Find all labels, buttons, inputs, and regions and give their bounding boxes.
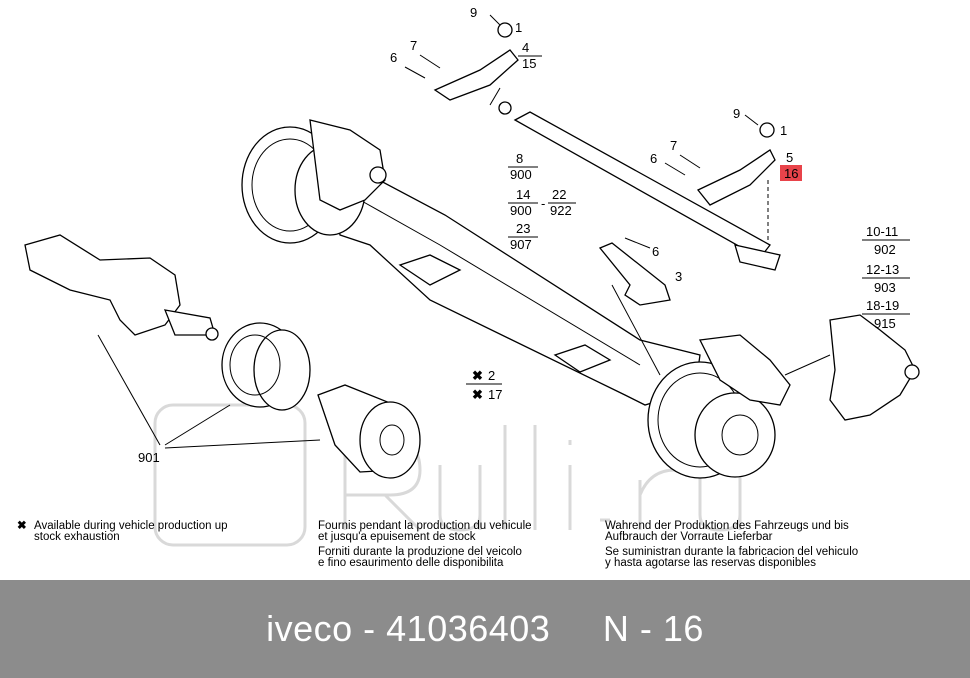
label-15: 15 — [522, 56, 536, 71]
label-8: 8 — [516, 151, 523, 166]
label-1-mid: 1 — [780, 123, 787, 138]
hub-flange — [317, 384, 421, 479]
label-900b: 900 — [510, 203, 532, 218]
footer-bar: iveco - 41036403 N - 16 — [0, 580, 970, 678]
label-dash: - — [541, 196, 545, 211]
steering-arm-mid — [664, 114, 776, 206]
label-3: 3 — [675, 269, 682, 284]
note-fr-1: Fournis pendant la production du vehicul… — [318, 520, 532, 532]
label-900a: 900 — [510, 167, 532, 182]
note-fr-2: et jusqu'a epuisement de stock — [318, 531, 476, 543]
label-23: 23 — [516, 221, 530, 236]
label-14: 14 — [516, 187, 530, 202]
label-16: 16 — [784, 166, 798, 181]
x-mark-icon: ✖ — [472, 387, 483, 402]
right-knuckle — [829, 314, 920, 421]
label-7-mid: 7 — [670, 138, 677, 153]
left-hub-assembly — [241, 119, 387, 244]
footer-caption: iveco - 41036403 N - 16 — [266, 608, 704, 649]
label-9-top: 9 — [470, 5, 477, 20]
label-22: 22 — [552, 187, 566, 202]
label-10-11: 10-11 — [866, 224, 898, 239]
note-en-2: stock exhaustion — [34, 531, 120, 543]
label-5: 5 — [786, 150, 793, 165]
highlight-box — [780, 165, 802, 181]
label-6-mid: 6 — [650, 151, 657, 166]
right-hub-assembly — [647, 334, 791, 479]
label-6-top: 6 — [390, 50, 397, 65]
label-x2: 2 — [488, 368, 495, 383]
label-902: 902 — [874, 242, 896, 257]
x-mark-icon: ✖ — [472, 368, 483, 383]
label-915: 915 — [874, 316, 896, 331]
axle-beam — [329, 169, 701, 406]
label-12-13: 12-13 — [866, 262, 899, 277]
note-es-1: Se suministran durante la fabricacion de… — [605, 546, 858, 558]
note-de-1: Wahrend der Produktion des Fahrzeugs und… — [605, 520, 849, 532]
leader-lines — [97, 87, 831, 449]
left-knuckle — [24, 234, 219, 341]
label-907: 907 — [510, 237, 532, 252]
tie-rod — [498, 101, 781, 271]
label-903: 903 — [874, 280, 896, 295]
label-922: 922 — [550, 203, 572, 218]
watermark-logo — [153, 403, 742, 547]
label-18-19: 18-19 — [866, 298, 899, 313]
note-it-1: Forniti durante la produzione del veicol… — [318, 546, 522, 558]
note-it-2: e fino esaurimento delle disponibilita — [318, 557, 504, 569]
note-es-2: y hasta agotarse las reservas disponible… — [605, 557, 816, 569]
note-de-2: Aufbrauch der Vorraute Lieferbar — [605, 531, 773, 543]
label-9-mid: 9 — [733, 106, 740, 121]
label-901: 901 — [138, 450, 160, 465]
label-1-top: 1 — [515, 20, 522, 35]
steering-arm-top — [404, 14, 519, 101]
label-4: 4 — [522, 40, 529, 55]
label-6-right: 6 — [652, 244, 659, 259]
label-7-top: 7 — [410, 38, 417, 53]
x-mark-icon: ✖ — [17, 520, 27, 532]
note-en-1: Available during vehicle production up — [34, 520, 228, 532]
callout-labels: 9 1 7 6 4 15 9 1 7 6 5 16 8 900 14 900 -… — [138, 5, 910, 465]
notes-section: ✖ Available during vehicle production up… — [17, 520, 858, 569]
brake-drum — [221, 322, 311, 411]
parts-diagram: 9 1 7 6 4 15 9 1 7 6 5 16 8 900 14 900 -… — [17, 5, 920, 569]
label-x17: 17 — [488, 387, 502, 402]
drag-link — [598, 237, 671, 306]
